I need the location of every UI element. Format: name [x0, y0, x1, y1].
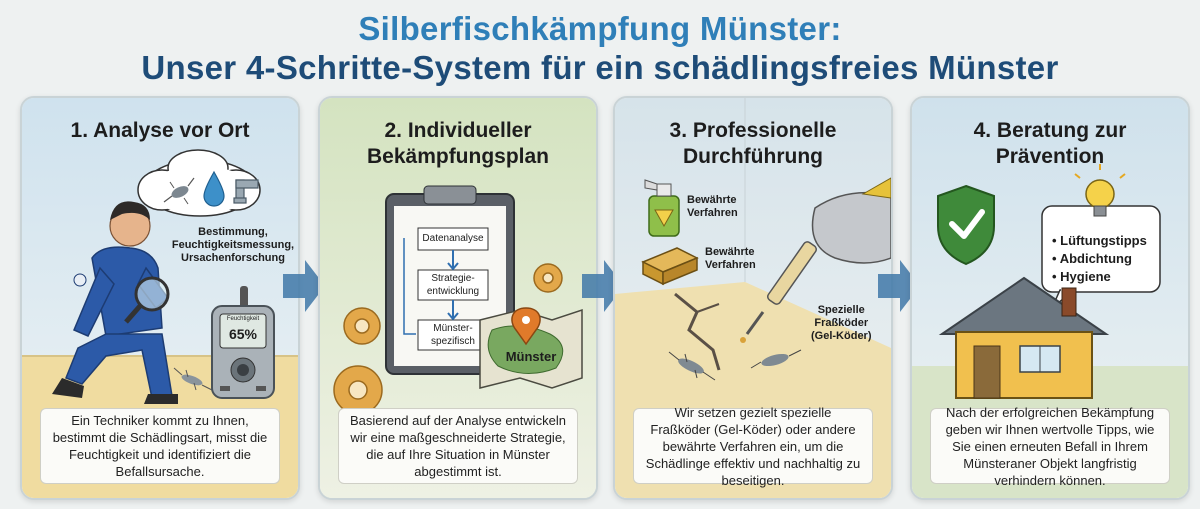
tip-text: Abdichtung — [1059, 251, 1132, 266]
step-heading-line: Bekämpfungsplan — [366, 145, 550, 168]
step-heading: 1. Analyse vor Ort — [70, 119, 250, 142]
bubble-line: Bestimmung, — [198, 226, 268, 238]
step-description: Nach der erfolgreichen Bekämpfung geben … — [930, 405, 1170, 488]
gloved-hand — [811, 177, 891, 264]
step-heading-line: Durchführung — [683, 145, 823, 168]
step-card-durchfuehrung: 3. Professionelle Durchführung Bewährte … — [613, 96, 893, 500]
spray-bottle-icon — [644, 179, 680, 237]
bubble-line: Feuchtigkeitsmessung, — [171, 239, 295, 251]
gear-icon — [333, 263, 563, 415]
tip-text: Hygiene — [1060, 269, 1111, 284]
silverfish-icon — [750, 349, 802, 369]
map-pin-icon — [511, 307, 541, 346]
meter-label: Feuchtigkeit — [226, 316, 260, 322]
water-drop-icon — [203, 170, 225, 207]
map — [479, 307, 583, 389]
analyse-bubble-text: Bestimmung, Feuchtigkeitsmessung, Ursach… — [168, 226, 298, 265]
step-heading-line: 3. Professionelle — [669, 119, 837, 142]
pipe-icon — [233, 179, 259, 204]
tip-item: • Abdichtung — [1052, 251, 1132, 266]
silverfish-icon — [163, 177, 195, 205]
moisture-meter — [211, 286, 275, 399]
house-icon — [938, 276, 1110, 399]
step-heading-line: Prävention — [995, 145, 1105, 168]
step-heading-line: 2. Individueller — [384, 119, 532, 142]
step-card-analyse: 1. Analyse vor Ort Bestimmung, Feuchtigk… — [20, 96, 300, 500]
map-label: Münster — [505, 349, 557, 364]
magnifier-icon — [124, 276, 170, 324]
step-description: Ein Techniker kommt zu Ihnen, bestimmt d… — [40, 408, 280, 484]
step-heading: 2. Individueller Bekämpfungsplan — [320, 118, 596, 170]
gel-syringe — [740, 241, 817, 343]
silverfish-floor-icon — [173, 367, 213, 391]
bubble-line: Ursachenforschung — [181, 252, 285, 264]
page-title-line2: Unser 4-Schritte-System für ein schädlin… — [141, 49, 1059, 86]
arrow-right-icon — [283, 260, 325, 312]
technician-figure — [52, 201, 178, 404]
step-description: Basierend auf der Analyse entwickeln wir… — [338, 408, 578, 484]
tip-text: Lüftungstipps — [1060, 233, 1147, 248]
bait-box-icon — [641, 247, 699, 286]
tip-item: • Lüftungstipps — [1052, 233, 1147, 248]
step-heading: 4. Beratung zur Prävention — [912, 118, 1188, 170]
arrow-right-icon — [878, 260, 920, 312]
step-card-praevention: 4. Beratung zur Prävention • Lüftungstip… — [910, 96, 1190, 500]
step-card-plan: 2. Individueller Bekämpfungsplan Datenan… — [318, 96, 598, 500]
method-label-1: Bewährte Verfahren — [687, 194, 738, 219]
step-description: Wir setzen gezielt spezielle Fraßköder (… — [633, 405, 873, 488]
silverfish-icon — [668, 351, 716, 381]
tips-list: • Lüftungstipps • Abdichtung • Hygiene — [1052, 232, 1147, 286]
shield-check-icon — [937, 184, 995, 266]
lightbulb-icon — [1074, 164, 1126, 217]
meter-value: 65% — [228, 326, 258, 342]
tip-item: • Hygiene — [1052, 269, 1111, 284]
page-title-line1: Silberfischkämpfung Münster: — [358, 10, 842, 47]
method-label-2: Bewährte Verfahren — [705, 246, 756, 271]
step-heading-line: 4. Beratung zur — [973, 119, 1127, 142]
flow-box-1: Datenanalyse — [422, 233, 484, 244]
flow-box-2: Strategie- entwicklung — [426, 273, 480, 297]
bait-label: Spezielle Fraßköder (Gel-Köder) — [811, 304, 872, 342]
flow-box-3: Münster- spezifisch — [431, 323, 475, 347]
step-heading: 3. Professionelle Durchführung — [615, 118, 891, 170]
